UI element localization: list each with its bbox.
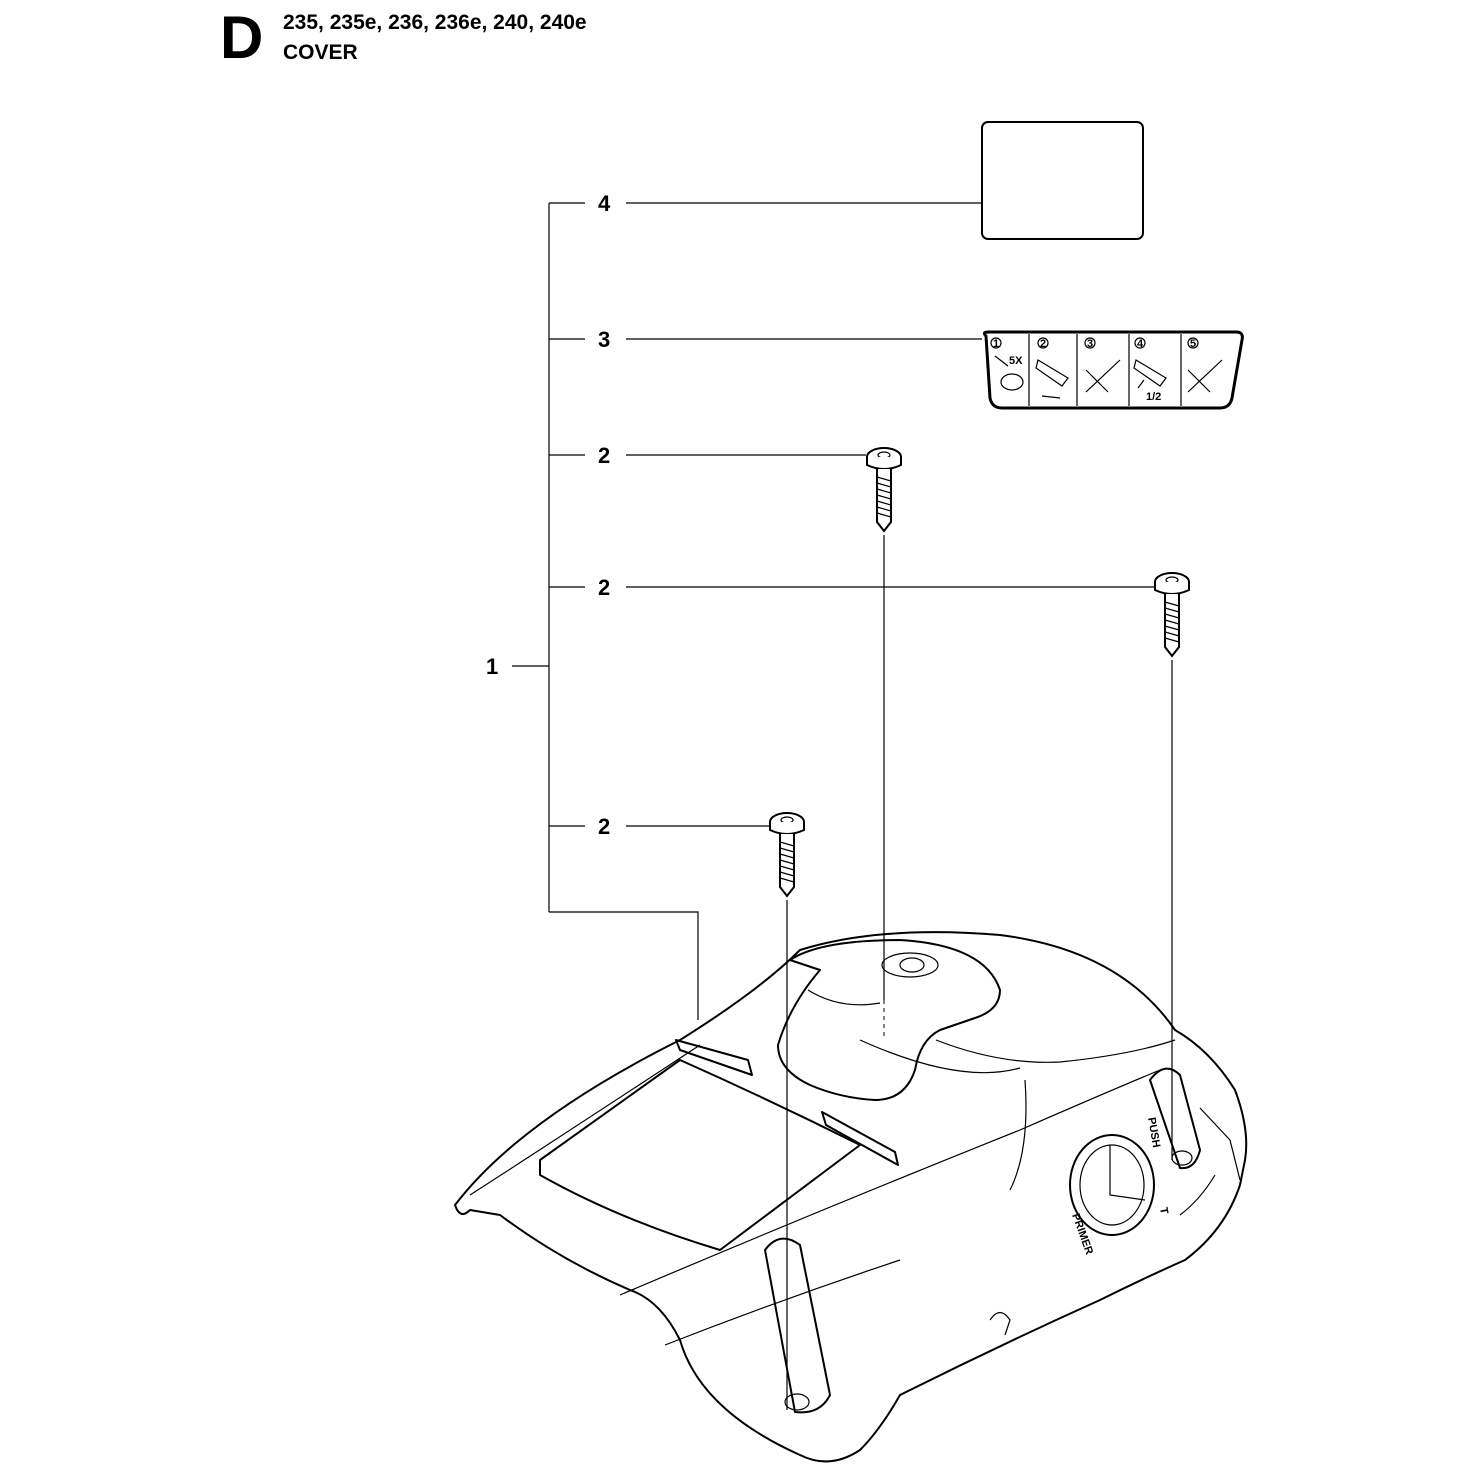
decal-step-3: 3 — [1087, 338, 1093, 350]
t-marking: T — [1157, 1206, 1170, 1215]
screw-left — [769, 812, 805, 897]
decal-half-text: 1/2 — [1146, 391, 1161, 403]
screw-right — [1154, 572, 1190, 657]
screw-top — [866, 447, 902, 532]
decal-step-5: 5 — [1190, 338, 1196, 350]
callout-1: 1 — [486, 654, 498, 679]
model-numbers: 235, 235e, 236, 236e, 240, 240e — [283, 11, 587, 34]
callout-4: 4 — [598, 191, 611, 216]
decal-step-4: 4 — [1137, 338, 1144, 350]
push-marking: PUSH — [1145, 1116, 1162, 1148]
instruction-decal: 1 5X 2 3 4 1/2 5 — [982, 330, 1244, 410]
callout-2-top: 2 — [598, 443, 610, 468]
primer-marking: PRIMER — [1069, 1212, 1095, 1256]
decal-5x-text: 5X — [1009, 355, 1023, 367]
section-letter: D — [220, 4, 264, 71]
callout-bracket — [512, 202, 699, 1020]
cylinder-cover: PRIMER PUSH T — [454, 931, 1248, 1463]
callout-3: 3 — [598, 327, 610, 352]
label-plate — [981, 121, 1144, 240]
callout-2-middle: 2 — [598, 575, 610, 600]
callout-2-bottom: 2 — [598, 814, 610, 839]
decal-step-2: 2 — [1040, 338, 1046, 350]
decal-step-1: 1 — [993, 338, 999, 350]
section-title: COVER — [283, 41, 358, 64]
